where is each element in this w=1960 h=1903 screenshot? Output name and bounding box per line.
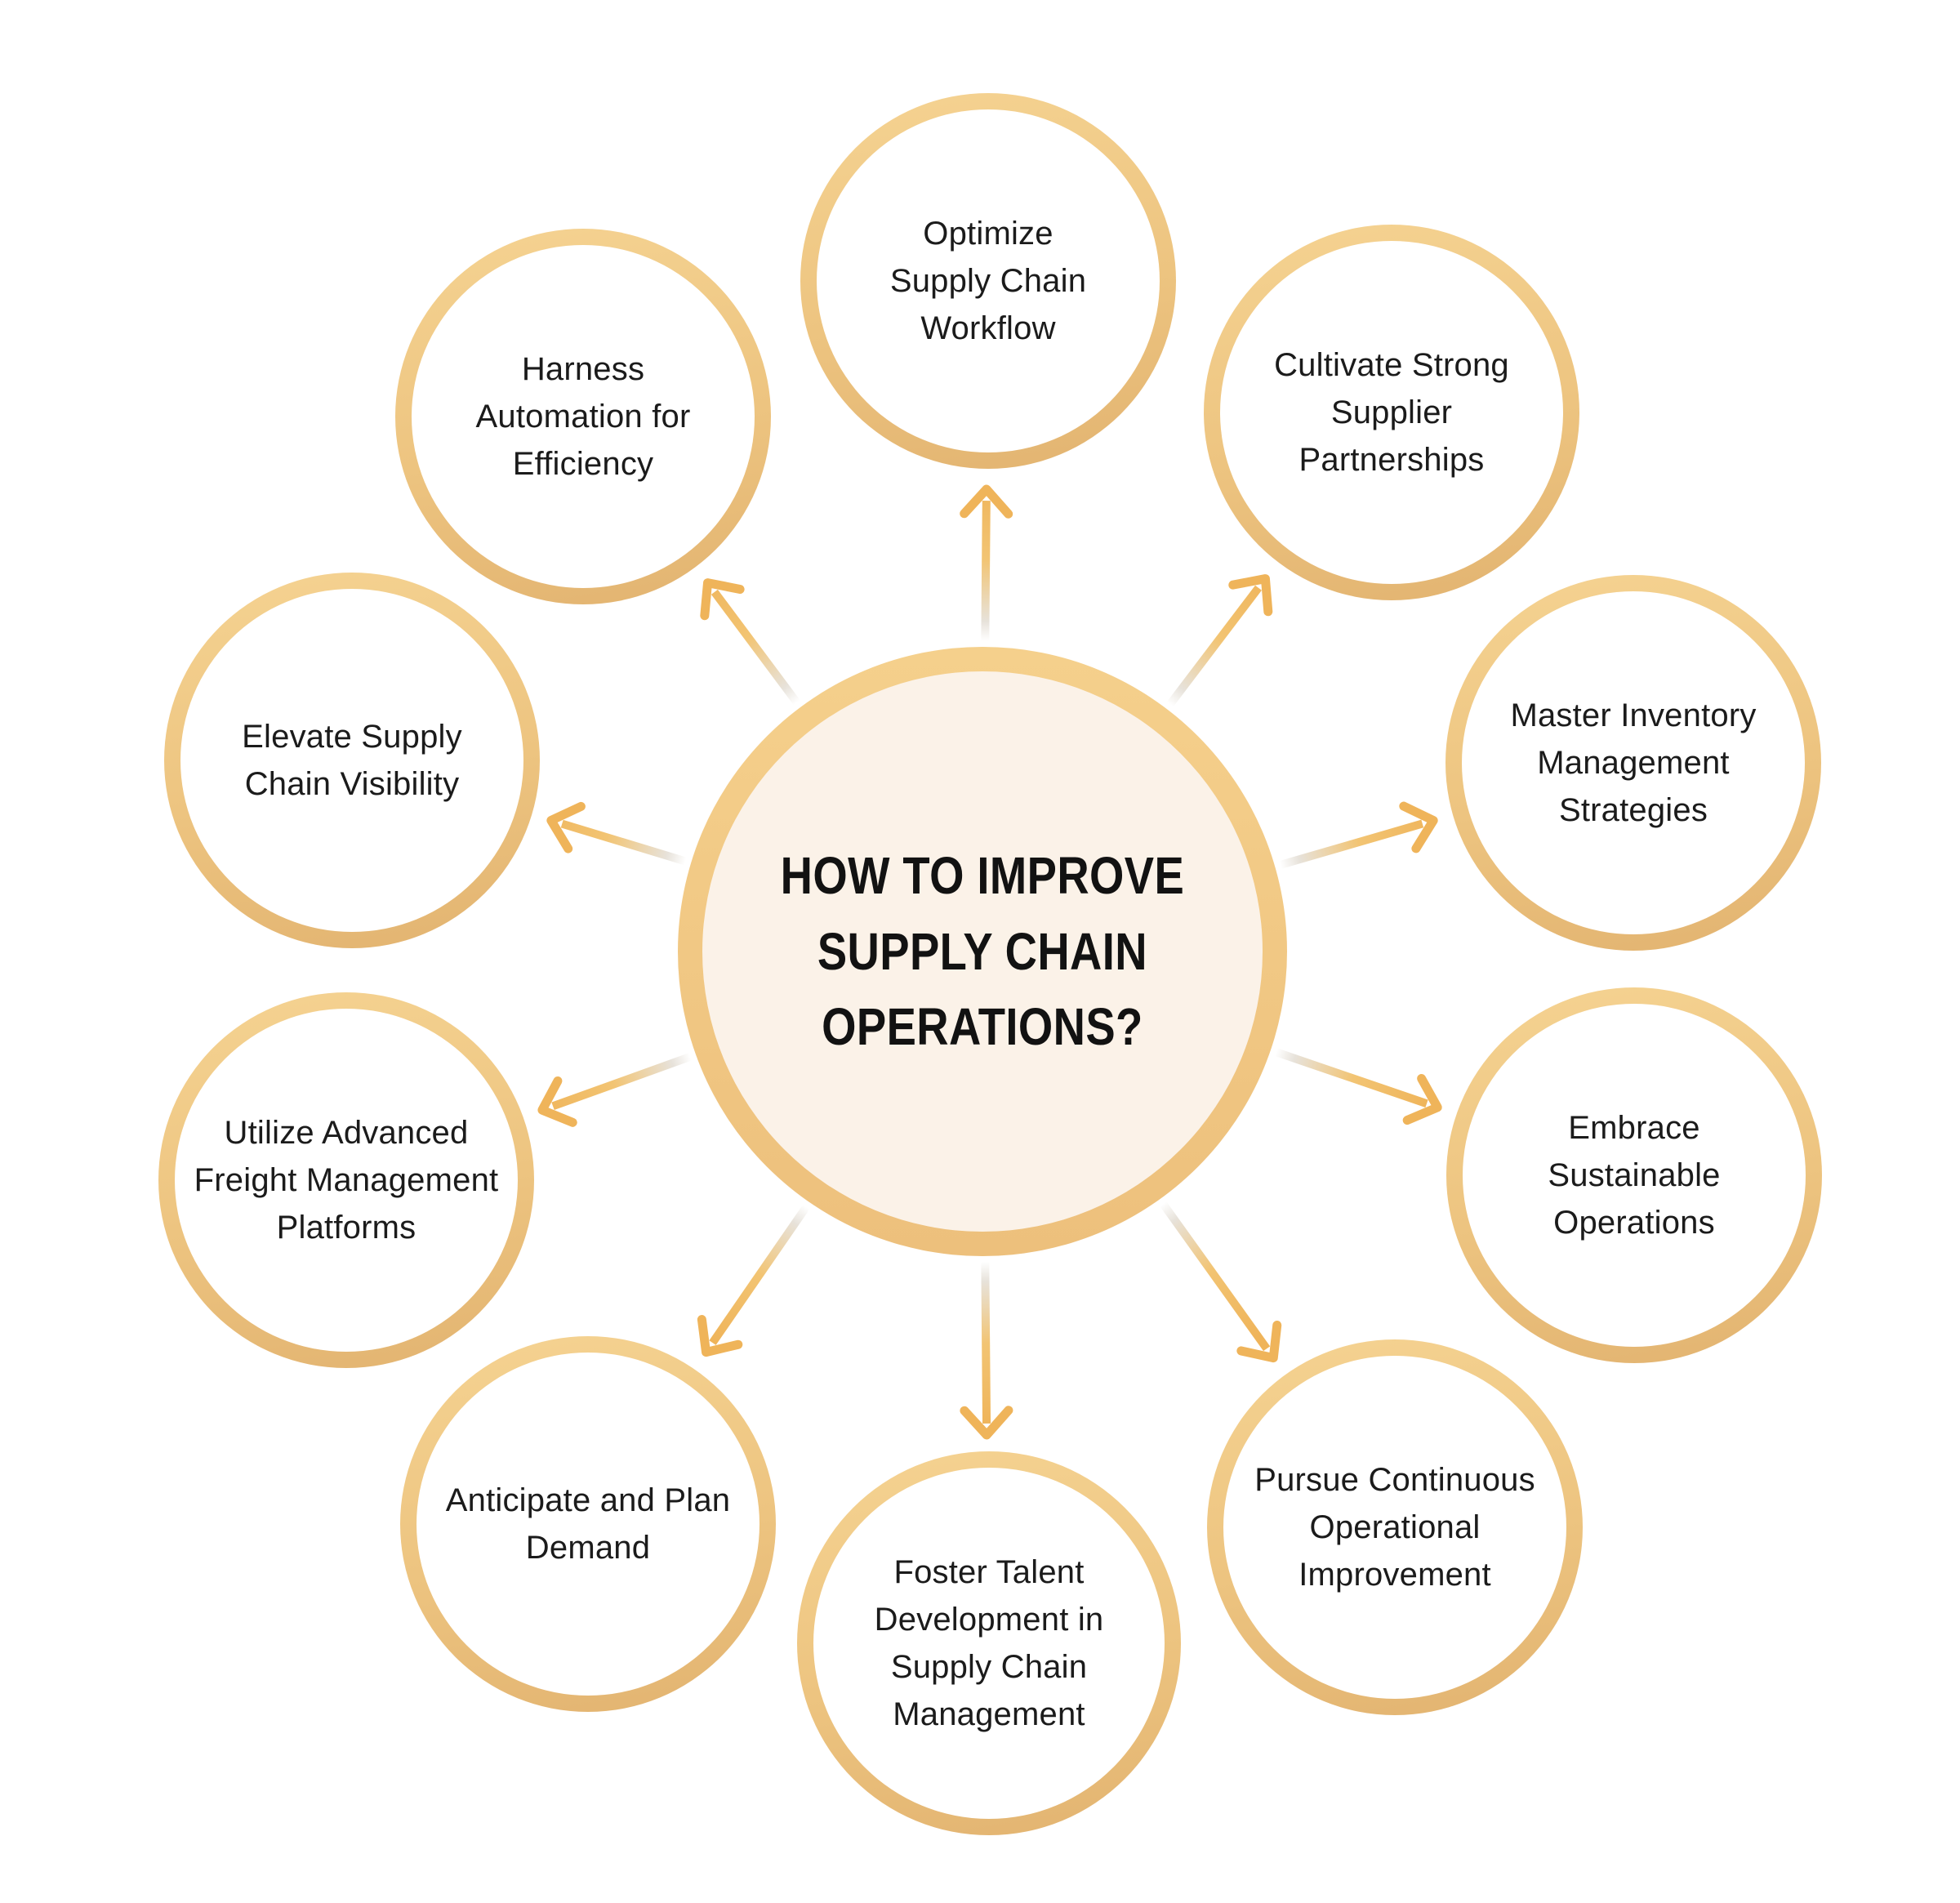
node-cultivate-strong-supplier-partnerships: Cultivate Strong Supplier Partnerships: [1204, 225, 1579, 600]
arrow-shaft: [551, 1053, 693, 1111]
node-elevate-supply-chain-visibility: Elevate Supply Chain Visibility: [164, 573, 540, 948]
arrow-to-harness: [700, 578, 800, 706]
node-embrace-sustainable-operations: Embrace Sustainable Operations: [1446, 987, 1822, 1363]
arrow-shaft: [710, 589, 800, 706]
arrow-shaft: [1279, 819, 1424, 869]
arrow-head-icon: [1236, 1321, 1282, 1363]
node-anticipate-and-plan-demand: Anticipate and Plan Demand: [400, 1336, 776, 1712]
arrow-head-icon: [1402, 1074, 1442, 1125]
arrow-shaft: [1274, 1048, 1428, 1107]
node-optimize-supply-chain-workflow: Optimize Supply Chain Workflow: [800, 93, 1176, 469]
node-circle: Utilize Advanced Freight Management Plat…: [175, 1009, 518, 1352]
node-circle: Embrace Sustainable Operations: [1463, 1004, 1806, 1347]
node-foster-talent-development-in-supply-chain-management: Foster Talent Development in Supply Chai…: [797, 1451, 1181, 1835]
arrow-shaft: [1166, 585, 1262, 707]
node-label: Utilize Advanced Freight Management Plat…: [194, 1115, 499, 1246]
diagram-title: HOW TO IMPROVE SUPPLY CHAIN OPERATIONS?: [780, 845, 1185, 1057]
node-circle: Anticipate and Plan Demand: [416, 1353, 760, 1696]
node-circle: Pursue Continuous Operational Improvemen…: [1223, 1356, 1566, 1699]
arrow-to-anticipate: [697, 1204, 810, 1357]
arrow-shaft: [709, 1204, 810, 1345]
node-circle: Master Inventory Management Strategies: [1462, 591, 1805, 934]
central-circle: HOW TO IMPROVE SUPPLY CHAIN OPERATIONS?: [702, 671, 1263, 1232]
node-label: Anticipate and Plan Demand: [445, 1482, 731, 1566]
arrow-to-pursue: [1160, 1201, 1282, 1363]
node-harness-automation-for-efficiency: Harness Automation for Efficiency: [395, 229, 771, 604]
arrow-head-icon: [697, 1315, 743, 1357]
node-label: Pursue Continuous Operational Improvemen…: [1254, 1462, 1535, 1593]
arrow-to-elevate: [546, 801, 687, 866]
arrow-shaft: [1160, 1201, 1271, 1352]
arrow-to-embrace: [1274, 1048, 1442, 1125]
arrow-to-foster: [960, 1261, 1013, 1440]
node-central-question: HOW TO IMPROVE SUPPLY CHAIN OPERATIONS?: [678, 647, 1287, 1256]
node-label: Elevate Supply Chain Visibility: [242, 719, 462, 802]
arrow-shaft: [981, 500, 991, 642]
node-pursue-continuous-operational-improvement: Pursue Continuous Operational Improvemen…: [1207, 1339, 1583, 1715]
node-circle: Foster Talent Development in Supply Chai…: [813, 1468, 1165, 1819]
node-circle: Optimize Supply Chain Workflow: [817, 109, 1160, 452]
node-master-inventory-management-strategies: Master Inventory Management Strategies: [1446, 575, 1821, 951]
node-label: Optimize Supply Chain Workflow: [889, 216, 1087, 346]
node-circle: Cultivate Strong Supplier Partnerships: [1220, 241, 1563, 584]
node-circle: Harness Automation for Efficiency: [412, 245, 755, 588]
node-label: Master Inventory Management Strategies: [1510, 697, 1757, 828]
node-label: Embrace Sustainable Operations: [1548, 1110, 1721, 1241]
node-utilize-advanced-freight-management-platforms: Utilize Advanced Freight Management Plat…: [158, 992, 534, 1368]
arrow-head-icon: [546, 801, 586, 853]
arrow-to-optimize: [960, 484, 1013, 642]
arrow-to-cultivate: [1166, 574, 1273, 707]
arrow-shaft: [560, 819, 687, 866]
arrow-head-icon: [1399, 801, 1438, 853]
arrow-head-icon: [960, 484, 1013, 519]
arrow-to-utilize: [537, 1053, 693, 1127]
arrow-head-icon: [700, 578, 745, 621]
node-label: Cultivate Strong Supplier Partnerships: [1274, 347, 1509, 478]
arrow-shaft: [981, 1261, 991, 1424]
arrow-head-icon: [960, 1406, 1013, 1440]
arrow-head-icon: [1228, 574, 1273, 617]
arrow-head-icon: [537, 1076, 577, 1127]
node-label: Foster Talent Development in Supply Chai…: [874, 1554, 1104, 1732]
node-circle: Elevate Supply Chain Visibility: [180, 589, 523, 932]
arrow-to-master: [1279, 801, 1438, 869]
node-label: Harness Automation for Efficiency: [475, 351, 691, 482]
